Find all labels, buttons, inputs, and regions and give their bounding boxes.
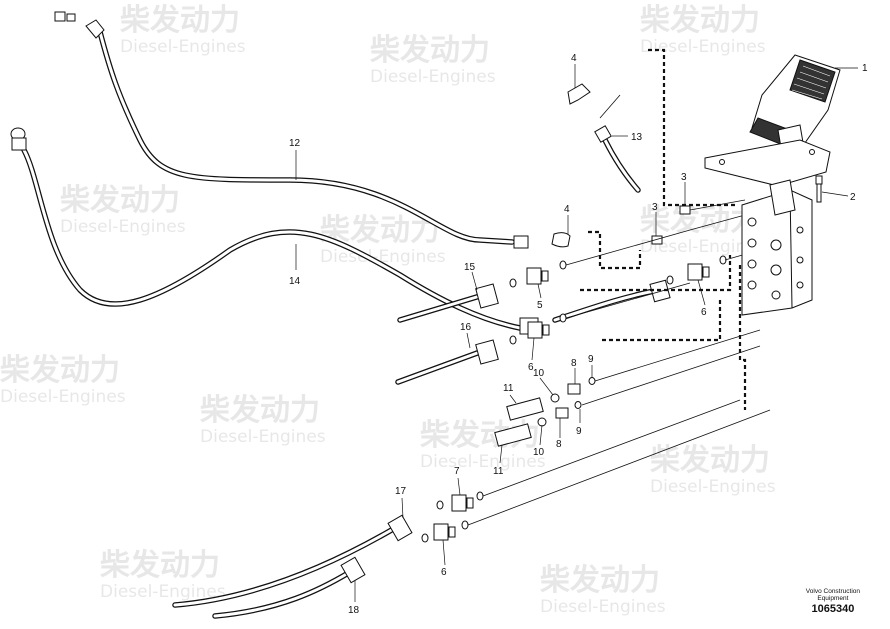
drawing-number: 1065340: [811, 603, 855, 615]
quick-coupling-11: [506, 397, 544, 421]
callout-4: 4: [564, 204, 570, 215]
hose-end-16: [475, 339, 499, 365]
callouts: 1 2 3 3 4 4 5 6 6 6 7 8 8 9 9 10 10 11 1…: [289, 53, 868, 616]
watermark-en: Diesel-Engines: [420, 452, 546, 472]
o-ring: [509, 278, 517, 288]
pedal-valve-assembly: [704, 54, 841, 316]
watermark-en: Diesel-Engines: [200, 427, 326, 447]
seal-9: [588, 377, 596, 385]
watermark-en: Diesel-Engines: [540, 597, 666, 617]
watermark-cn: 柴发动力: [60, 183, 180, 218]
watermark-cn: 柴发动力: [120, 3, 240, 38]
watermark-layer: 柴发动力 Diesel-Engines 柴发动力 Diesel-Engines …: [0, 3, 776, 617]
hose-end-15: [475, 283, 499, 309]
brand-line-2: Equipment: [817, 595, 849, 602]
hose-end-13: [594, 125, 612, 143]
o-ring: [476, 491, 484, 501]
seal-9: [574, 401, 582, 409]
bolt-2: [815, 175, 823, 185]
callout-10: 10: [533, 447, 545, 458]
watermark-cn: 柴发动力: [370, 33, 490, 68]
o-ring: [559, 260, 567, 270]
o-ring: [559, 313, 567, 323]
callout-6: 6: [528, 362, 534, 373]
hose-end-18: [340, 556, 366, 584]
brand-block: Volvo Construction Equipment 1065340: [806, 588, 860, 615]
callout-6: 6: [441, 567, 447, 578]
callout-11: 11: [493, 466, 504, 477]
adapter-7: [451, 494, 467, 512]
callout-17: 17: [395, 486, 407, 497]
adapter-6: [687, 263, 703, 281]
watermark-en: Diesel-Engines: [370, 67, 496, 87]
watermark-cn: 柴发动力: [540, 563, 660, 598]
callout-2: 2: [850, 192, 856, 203]
o-ring: [666, 275, 674, 285]
watermark-cn: 柴发动力: [640, 3, 760, 38]
callout-18: 18: [348, 605, 360, 616]
watermark-en: Diesel-Engines: [0, 387, 126, 407]
seal-10: [550, 393, 560, 403]
fitting: [85, 19, 105, 39]
o-ring: [509, 335, 517, 345]
dashed-route: [600, 300, 722, 342]
callout-1: 1: [862, 63, 868, 74]
callout-16: 16: [460, 322, 472, 333]
watermark-en: Diesel-Engines: [60, 217, 186, 237]
fitting: [54, 11, 66, 22]
watermark-en: Diesel-Engines: [650, 477, 776, 497]
dashed-route: [648, 48, 735, 207]
callout-6: 6: [701, 307, 707, 318]
o-ring: [461, 520, 469, 530]
dashed-route: [580, 255, 732, 292]
callout-3: 3: [652, 202, 658, 213]
watermark-en: Diesel-Engines: [640, 237, 766, 257]
fitting: [513, 235, 529, 249]
callout-15: 15: [464, 262, 476, 273]
callout-14: 14: [289, 276, 301, 287]
seal-10: [537, 417, 547, 427]
nipple-3: [651, 235, 663, 245]
callout-13: 13: [631, 132, 643, 143]
nipple-3: [679, 205, 691, 215]
adapter-5: [526, 267, 542, 285]
callout-9: 9: [576, 426, 582, 437]
fitting-elbow-4: [551, 232, 571, 248]
adapter-8: [555, 407, 569, 419]
callout-8: 8: [571, 358, 577, 369]
adapter-6: [433, 523, 449, 541]
watermark-en: Diesel-Engines: [100, 582, 226, 602]
o-ring: [436, 500, 444, 510]
callout-11: 11: [503, 383, 514, 394]
dashed-route: [588, 230, 642, 270]
callout-3: 3: [681, 172, 687, 183]
adapter-6: [527, 321, 543, 339]
watermark-en: Diesel-Engines: [640, 37, 766, 57]
callout-7: 7: [454, 466, 460, 477]
hose-end-17: [387, 514, 413, 542]
watermark-cn: 柴发动力: [640, 203, 760, 238]
callout-8: 8: [556, 439, 562, 450]
watermark-en: Diesel-Engines: [320, 247, 446, 267]
watermark-cn: 柴发动力: [100, 548, 220, 583]
callout-4: 4: [571, 53, 577, 64]
callout-5: 5: [537, 300, 543, 311]
brand-line-1: Volvo Construction: [805, 588, 860, 595]
callout-12: 12: [289, 138, 301, 149]
callout-10: 10: [533, 368, 545, 379]
adapter-8: [567, 383, 581, 395]
watermark-cn: 柴发动力: [0, 353, 120, 388]
o-ring: [421, 533, 429, 543]
watermark-en: Diesel-Engines: [120, 37, 246, 57]
watermark-cn: 柴发动力: [200, 393, 320, 428]
callout-9: 9: [588, 354, 594, 365]
quick-coupling-11: [494, 423, 532, 447]
fitting-elbow-4: [567, 83, 591, 105]
watermark-cn: 柴发动力: [650, 443, 770, 478]
